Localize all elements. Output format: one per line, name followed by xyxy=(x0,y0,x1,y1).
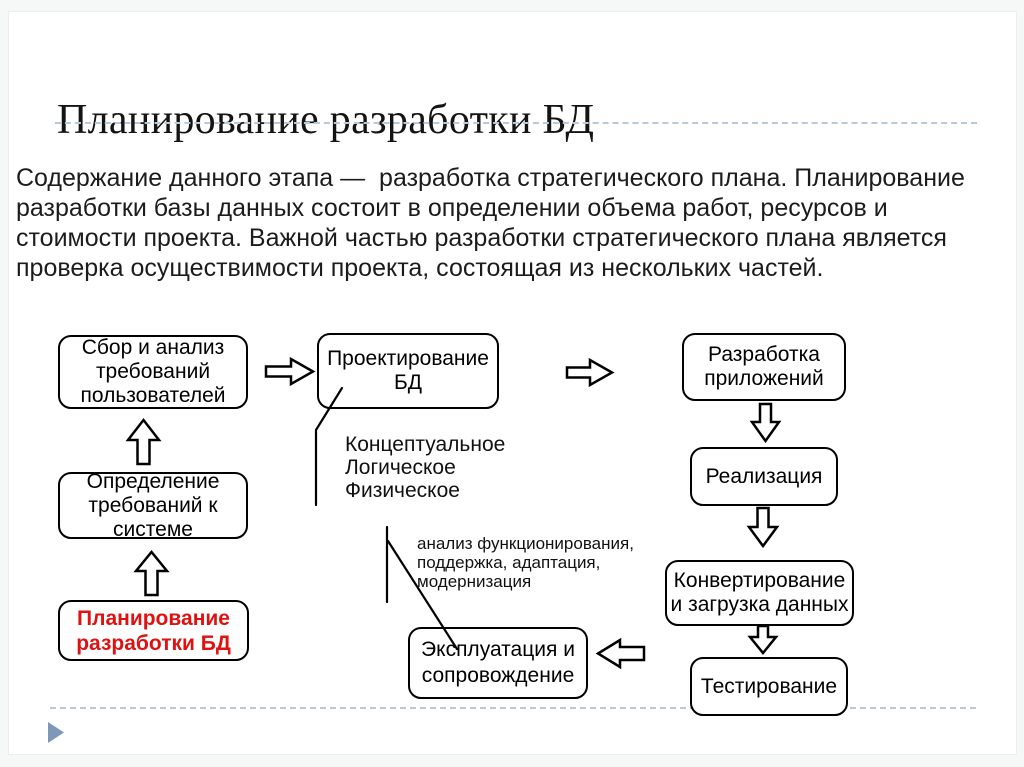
annotation-design-levels: Концептуальное Логическое Физическое xyxy=(345,433,505,502)
box-label-line: Эксплуатация и xyxy=(421,638,575,661)
slide-body-text: Содержание данного этапа — разработка ст… xyxy=(16,164,965,282)
box-collect-analyze-user-requirements: Сбор и анализ требований пользователей xyxy=(58,335,248,409)
box-label-line: Тестирование xyxy=(700,674,838,698)
box-system-requirements-definition: Определение требований к системе xyxy=(58,469,248,541)
box-label-line: Разработка xyxy=(708,343,820,366)
annotation-line: модернизация xyxy=(417,572,532,591)
box-label-line: Конвертирование xyxy=(673,569,846,592)
annotation-line: анализ функционирования, xyxy=(417,534,634,553)
box-label-line: сопровождение xyxy=(421,664,575,687)
box-label-line: требований xyxy=(95,360,211,383)
box-label-line: Проектирование xyxy=(327,347,489,370)
annotation-line: Физическое xyxy=(345,479,460,502)
footer-divider-dashed-line xyxy=(50,707,976,709)
box-operation-maintenance: Эксплуатация и сопровождение xyxy=(408,627,588,699)
box-label-line: БД xyxy=(393,371,422,394)
box-label-line: Сбор и анализ xyxy=(81,336,225,359)
box-label-line: приложений xyxy=(704,367,824,390)
annotation-line: Логическое xyxy=(345,456,456,479)
box-label-line: требований к xyxy=(88,493,218,517)
title-divider-dashed-line xyxy=(55,122,977,124)
box-data-conversion-loading: Конвертирование и загрузка данных xyxy=(665,560,854,626)
box-label-line: Планирование xyxy=(77,606,230,630)
box-label-line: разработки БД xyxy=(76,631,231,655)
box-label-line: Реализация xyxy=(705,464,823,488)
box-db-development-planning-highlighted: Планирование разработки БД xyxy=(58,600,249,661)
box-testing: Тестирование xyxy=(690,657,848,716)
slide-title: Планирование разработки БД xyxy=(57,97,595,144)
annotation-maintenance-tasks: анализ функционирования, поддержка, адап… xyxy=(417,534,634,591)
box-label-line: Определение xyxy=(86,469,220,493)
box-label-line: и загрузка данных xyxy=(670,593,849,616)
box-label-line: системе xyxy=(113,517,193,541)
box-application-development: Разработка приложений xyxy=(682,333,846,401)
annotation-line: поддержка, адаптация, xyxy=(417,553,601,572)
annotation-line: Концептуальное xyxy=(345,433,506,456)
box-implementation: Реализация xyxy=(690,447,838,506)
box-database-design: Проектирование БД xyxy=(317,333,499,409)
box-label-line: пользователей xyxy=(80,384,226,407)
